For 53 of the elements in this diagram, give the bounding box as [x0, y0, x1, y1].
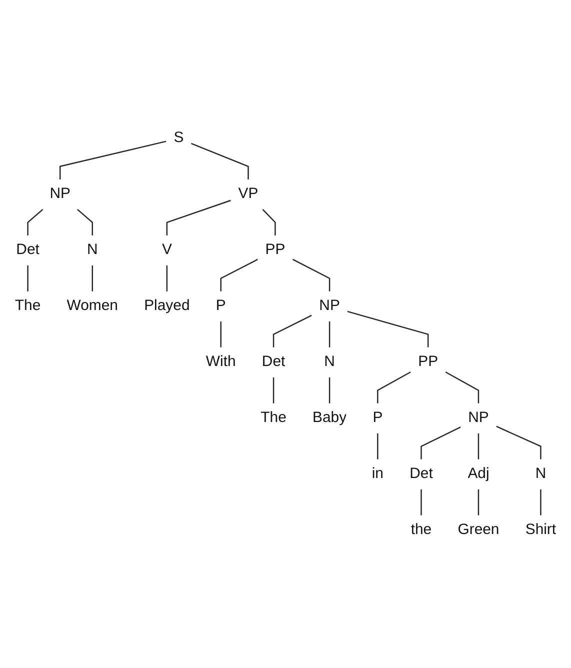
- connector: [445, 371, 480, 404]
- node-text: Det: [262, 354, 286, 370]
- connector: [347, 310, 429, 348]
- node-text: Shirt: [525, 522, 556, 538]
- node-text: the: [410, 522, 432, 538]
- node-text: PP: [265, 242, 286, 258]
- node-text: The: [260, 410, 286, 426]
- node-text: With: [206, 354, 236, 370]
- node-text: NP: [468, 410, 489, 426]
- node-text: The: [14, 298, 41, 314]
- connector: [540, 488, 542, 516]
- node-text: Played: [144, 298, 190, 314]
- connector: [420, 426, 461, 460]
- connector: [328, 376, 330, 404]
- connector: [272, 376, 274, 404]
- node-text: Det: [410, 466, 433, 482]
- node-text: N: [86, 242, 98, 258]
- node-text: Det: [16, 242, 40, 258]
- connector: [272, 314, 312, 348]
- node-text: P: [372, 410, 383, 426]
- node-text: S: [174, 130, 184, 146]
- connector: [292, 258, 330, 292]
- connector: [478, 488, 480, 516]
- connector: [377, 371, 411, 404]
- connector: [377, 432, 378, 460]
- connector: [92, 264, 93, 292]
- connector: [220, 320, 222, 348]
- connector: [76, 208, 93, 236]
- connector: [166, 264, 168, 292]
- connector: [328, 320, 330, 348]
- connector: [190, 142, 249, 180]
- connector: [420, 488, 422, 516]
- node-text: NP: [50, 186, 70, 202]
- node-text: NP: [319, 298, 340, 314]
- node-text: Baby: [312, 410, 347, 426]
- connector: [262, 208, 276, 236]
- connector: [59, 140, 166, 180]
- connector: [478, 432, 480, 460]
- node-text: Green: [458, 522, 500, 538]
- node-text: Women: [66, 298, 118, 314]
- node-text: N: [535, 466, 546, 482]
- node-text: VP: [238, 186, 258, 202]
- node-text: P: [216, 298, 226, 314]
- connector: [496, 425, 542, 460]
- node-text: Adj: [468, 466, 490, 482]
- connector: [27, 208, 44, 236]
- node-text: V: [162, 242, 172, 258]
- node-text: PP: [418, 354, 438, 370]
- connector: [166, 199, 232, 236]
- connector: [27, 264, 28, 292]
- connector: [220, 258, 258, 292]
- node-text: N: [324, 354, 335, 370]
- node-text: in: [372, 466, 384, 482]
